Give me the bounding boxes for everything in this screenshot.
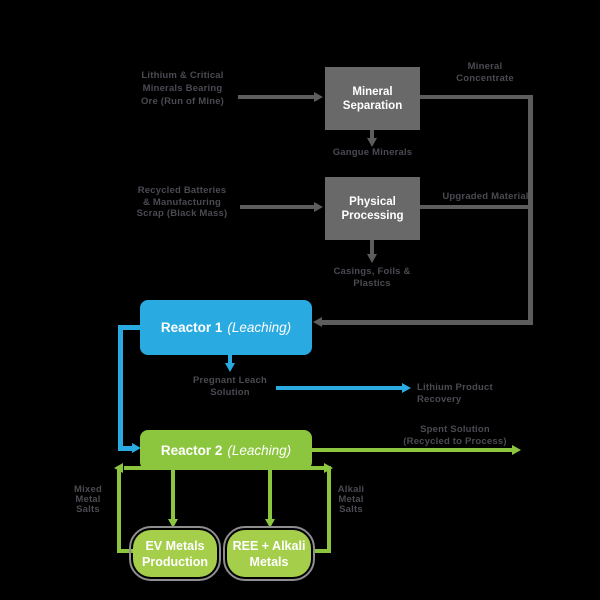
connector-reactor1-to-recovery <box>276 386 403 390</box>
arrow-down-icon <box>367 138 377 147</box>
connector-physical-processing-to-rail <box>420 205 532 209</box>
upgraded-material-label: Upgraded Material <box>442 191 529 202</box>
connector-left-loop-top <box>124 466 152 470</box>
arrow-left-icon <box>313 317 322 327</box>
reactor-2-name: Reactor 2 <box>160 442 223 458</box>
leach-solution-label: Pregnant Leach Solution <box>192 375 268 398</box>
arrow-right-icon <box>132 443 141 453</box>
connector-left-loop-bottom <box>117 549 134 553</box>
arrow-right-icon <box>314 202 323 212</box>
connector-reactor2-right <box>312 448 514 452</box>
arrow-down-icon <box>168 519 178 528</box>
connector-reactor1-elbow-vertical <box>118 325 123 449</box>
connector-right-loop-vertical <box>327 466 331 553</box>
connector-physical-processing-down <box>370 240 374 255</box>
arrow-right-icon <box>512 445 521 455</box>
connector-reactor2-to-ev <box>171 470 175 520</box>
spent-solution-label: Spent Solution (Recycled to Process) <box>403 424 507 447</box>
physical-processing-box: Physical Processing <box>325 177 420 240</box>
connector-rail-vertical <box>528 95 533 324</box>
process-waste-label: Casings, Foils & Plastics <box>333 266 411 289</box>
connector-rail-to-reactor1 <box>322 320 533 325</box>
reactor-2-suffix: (Leaching) <box>227 442 292 458</box>
ree-alkali-metals-box: REE + Alkali Metals <box>223 526 315 581</box>
reactor-1-suffix: (Leaching) <box>227 320 292 335</box>
recycled-feed-label: Recycled Batteries & Manufacturing Scrap… <box>136 185 228 219</box>
gangue-minerals-label: Gangue Minerals <box>332 147 413 158</box>
connector-ore-to-mineral-separation <box>238 95 316 99</box>
connector-mineral-separation-to-rail <box>420 95 532 99</box>
connector-left-loop-vertical <box>117 466 121 553</box>
reactor-1-name: Reactor 1 <box>160 320 223 335</box>
arrow-right-icon <box>402 383 411 393</box>
ev-metals-production-box: EV Metals Production <box>129 526 221 581</box>
reactor-1-box: Reactor 1 (Leaching) <box>140 300 312 355</box>
arrow-down-icon <box>225 363 235 372</box>
connector-right-loop-bottom <box>313 549 330 553</box>
connector-mineral-separation-down <box>370 130 374 139</box>
connector-reactor1-elbow-bottom <box>118 446 134 451</box>
mineral-separation-box: Mineral Separation <box>325 67 420 130</box>
connector-reactor2-to-ree <box>268 470 272 520</box>
mixed-salts-label: Mixed Metal Salts <box>74 484 102 515</box>
arrow-down-icon <box>265 519 275 528</box>
mineral-concentrate-label: Mineral Concentrate <box>456 61 514 84</box>
connector-reactor1-down <box>228 355 232 364</box>
ore-feed-label: Lithium & Critical Minerals Bearing Ore … <box>140 70 225 107</box>
lithium-recovery-label: Lithium Product Recovery <box>417 382 493 405</box>
arrow-right-icon <box>314 92 323 102</box>
connector-reactor1-elbow-top <box>118 325 142 330</box>
connector-right-loop-top <box>298 466 326 470</box>
connector-recycled-to-physical-processing <box>240 205 316 209</box>
arrow-down-icon <box>367 254 377 263</box>
reactor-2-box: Reactor 2 (Leaching) <box>140 430 312 470</box>
alkali-salts-label: Alkali Metal Salts <box>337 484 365 515</box>
